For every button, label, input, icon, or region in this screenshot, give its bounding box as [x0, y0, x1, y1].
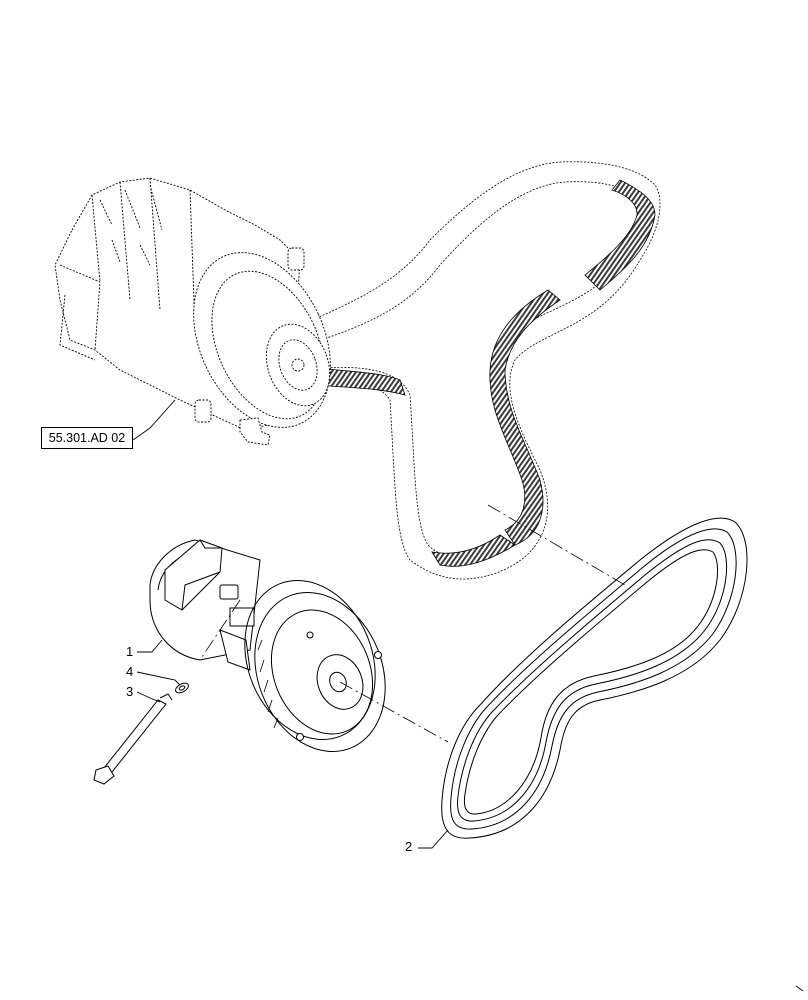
- reference-leader-line: [132, 399, 176, 441]
- callout-label-4: 4: [126, 664, 134, 679]
- upper-drive-belt: [299, 161, 661, 580]
- callout-label-1: 1: [126, 644, 134, 659]
- callout-label-3: 3: [126, 684, 134, 699]
- bolt: [93, 693, 173, 785]
- callout-leaders: [136, 639, 449, 849]
- replacement-belt: [441, 517, 748, 839]
- washer: [175, 682, 189, 694]
- reference-link-box[interactable]: 55.301.AD 02: [41, 427, 133, 449]
- alternator: [54, 177, 331, 446]
- corner-mark: [795, 985, 804, 992]
- assembly-center-lines: [199, 504, 626, 743]
- callout-label-2: 2: [405, 839, 413, 854]
- ac-compressor: [149, 539, 386, 752]
